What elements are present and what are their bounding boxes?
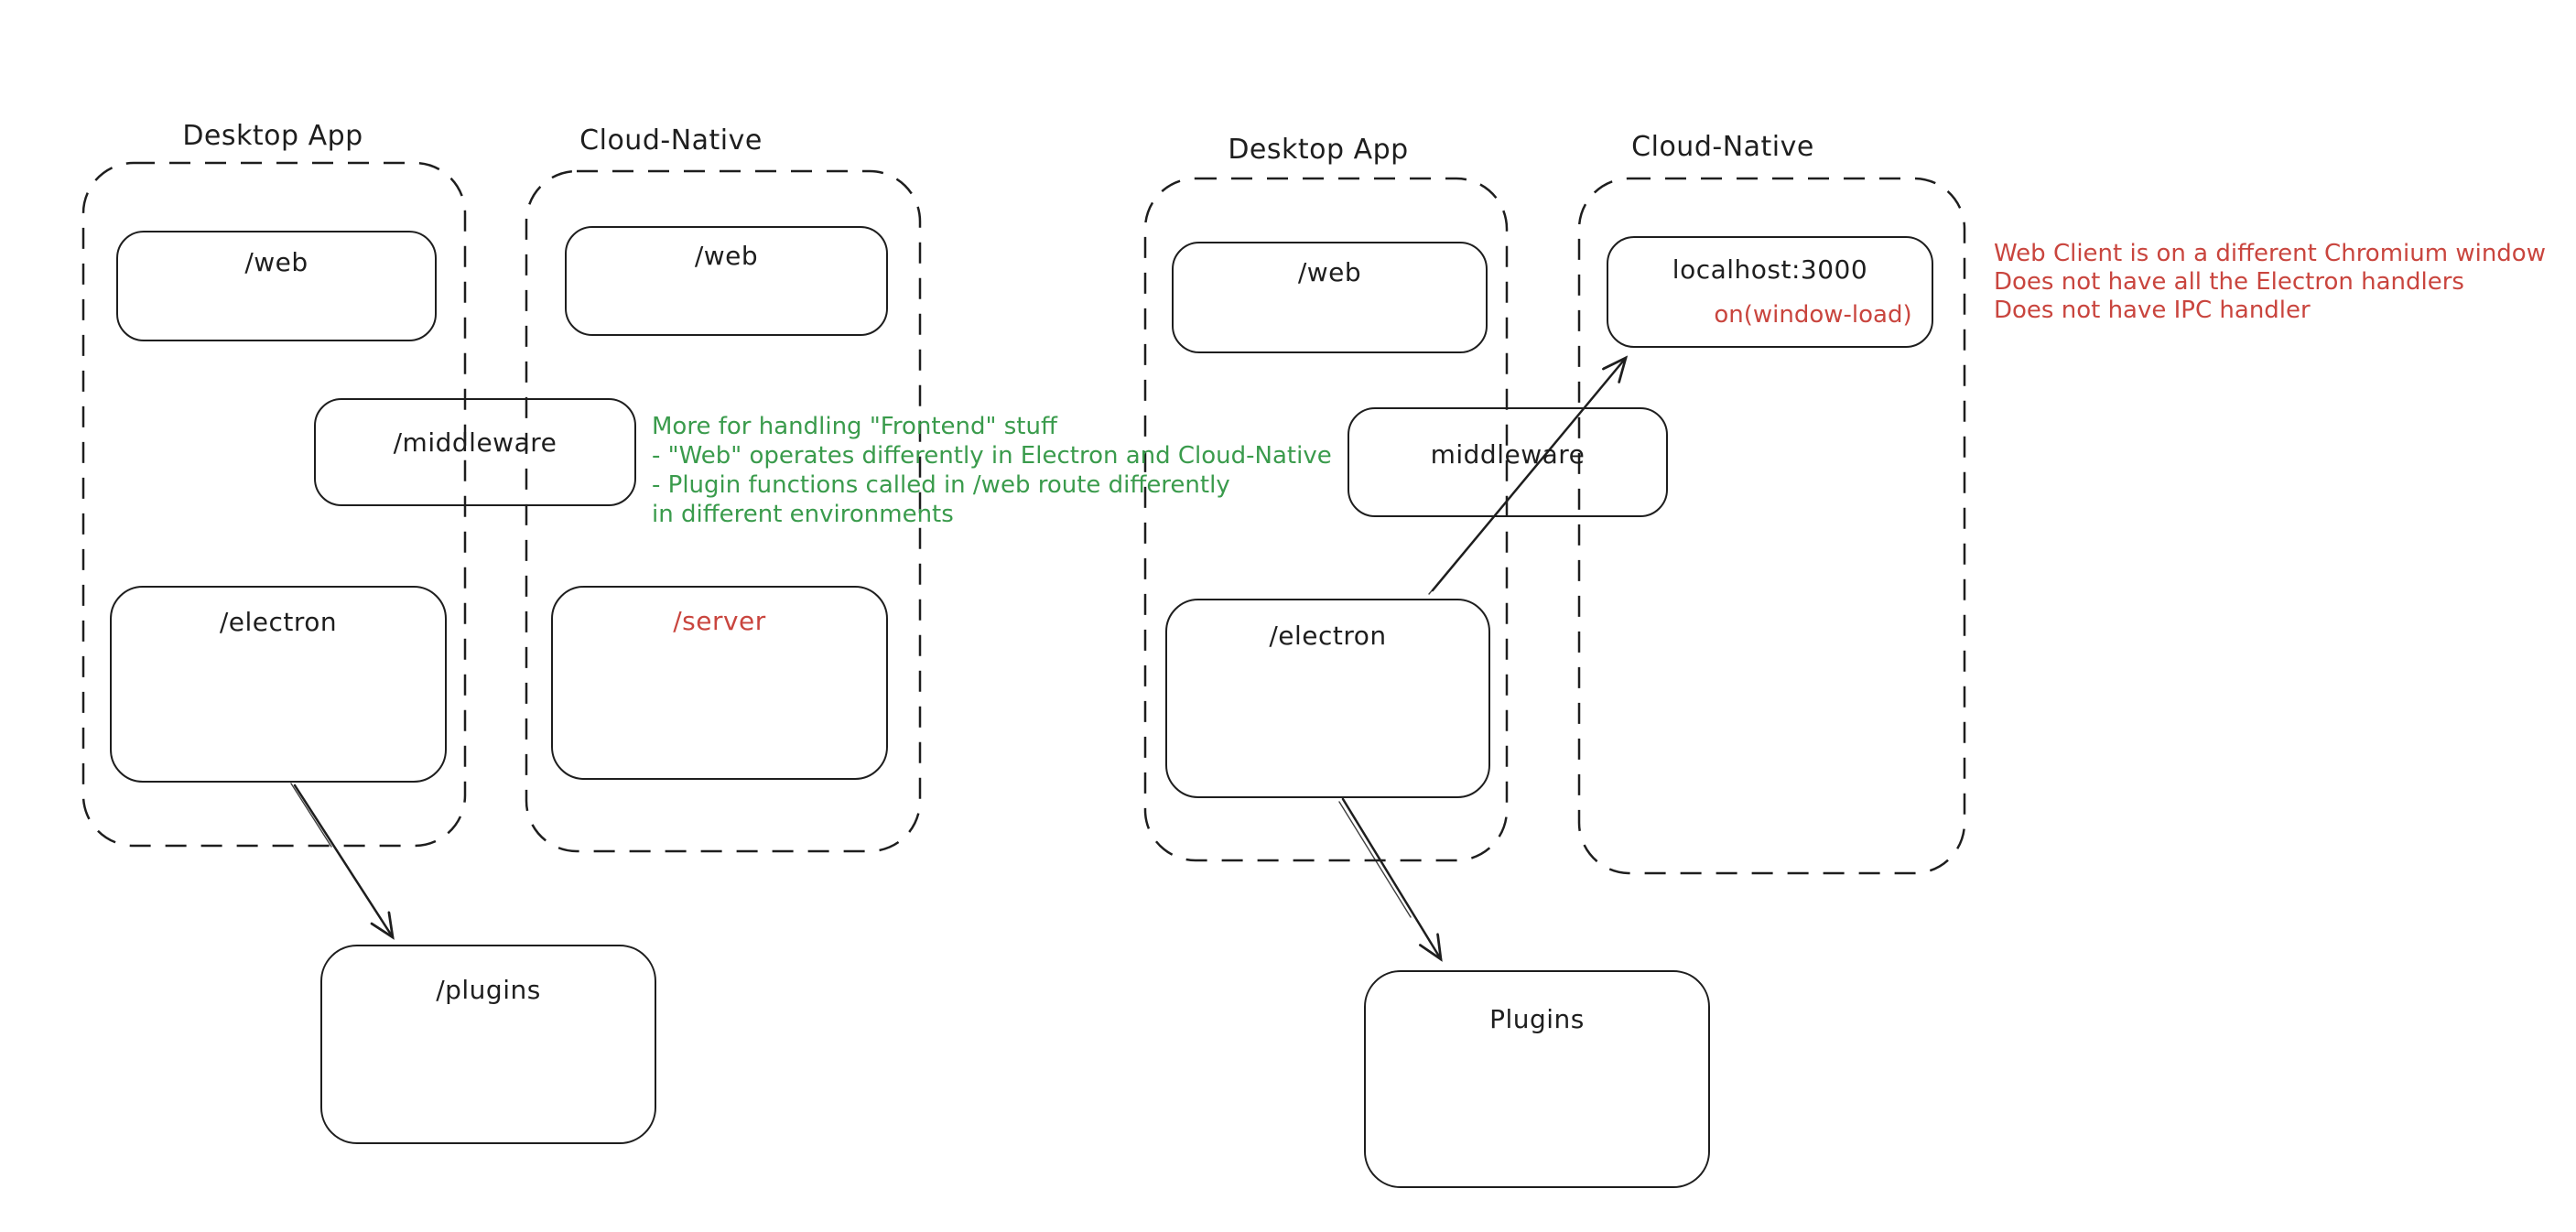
web-client-note-line: Does not have all the Electron handlers (1994, 268, 2464, 296)
left-web-desktop-node: /web (116, 231, 437, 341)
right-electron-node: /electron (1165, 599, 1490, 798)
right-middleware-node: middleware (1348, 407, 1668, 517)
left-middleware-node-label: /middleware (393, 427, 557, 458)
right-desktop-app-title: Desktop App (1228, 134, 1409, 166)
left-cloud-native-container-outline (525, 169, 922, 853)
right-electron-to-plugins-arrow-sketch-stroke (1338, 801, 1412, 918)
frontend-behavior-note-line: in different environments (652, 501, 954, 528)
right-plugins-node: Plugins (1364, 970, 1710, 1188)
right-plugins-node-label: Plugins (1489, 1004, 1585, 1034)
left-plugins-node-label: /plugins (436, 975, 541, 1005)
right-web-node-label: /web (1297, 257, 1362, 287)
frontend-behavior-note-line: More for handling "Frontend" stuff (652, 413, 1057, 440)
right-cloud-native-title: Cloud-Native (1631, 131, 1814, 163)
right-electron-to-localhost-arrow-sketch-stroke (1428, 443, 1555, 595)
frontend-behavior-note: More for handling "Frontend" stuff - "We… (652, 412, 1332, 529)
on-window-load-label: on(window-load) (1714, 301, 1912, 329)
web-client-note-line: Does not have IPC handler (1994, 297, 2311, 324)
web-client-note-line: Web Client is on a different Chromium wi… (1994, 240, 2546, 267)
frontend-behavior-note-line: - Plugin functions called in /web route … (652, 471, 1230, 499)
left-server-node-label: /server (673, 606, 766, 636)
localhost-node-label: localhost:3000 (1672, 254, 1868, 285)
left-electron-node-label: /electron (219, 607, 338, 637)
right-web-node: /web (1172, 242, 1488, 353)
left-web-cloud-node: /web (565, 226, 888, 336)
left-desktop-app-title: Desktop App (182, 120, 363, 152)
left-cloud-native-title: Cloud-Native (579, 124, 763, 157)
right-electron-node-label: /electron (1269, 621, 1387, 651)
left-web-cloud-node-label: /web (694, 241, 759, 271)
frontend-behavior-note-line: - "Web" operates differently in Electron… (652, 442, 1332, 470)
web-client-note: Web Client is on a different Chromium wi… (1994, 240, 2546, 325)
left-electron-to-plugins-arrow (293, 784, 393, 937)
left-plugins-node: /plugins (320, 945, 656, 1144)
left-electron-node: /electron (110, 586, 447, 783)
left-server-node: /server (551, 586, 888, 780)
localhost-node: localhost:3000 on(window-load) (1607, 236, 1933, 348)
left-web-desktop-node-label: /web (244, 247, 308, 277)
right-electron-to-plugins-arrow (1341, 797, 1441, 959)
left-middleware-node: /middleware (314, 398, 636, 506)
left-electron-to-plugins-arrow-sketch-stroke (290, 783, 332, 848)
right-middleware-node-label: middleware (1430, 439, 1586, 470)
right-cloud-native-container-outline (1577, 177, 1966, 875)
